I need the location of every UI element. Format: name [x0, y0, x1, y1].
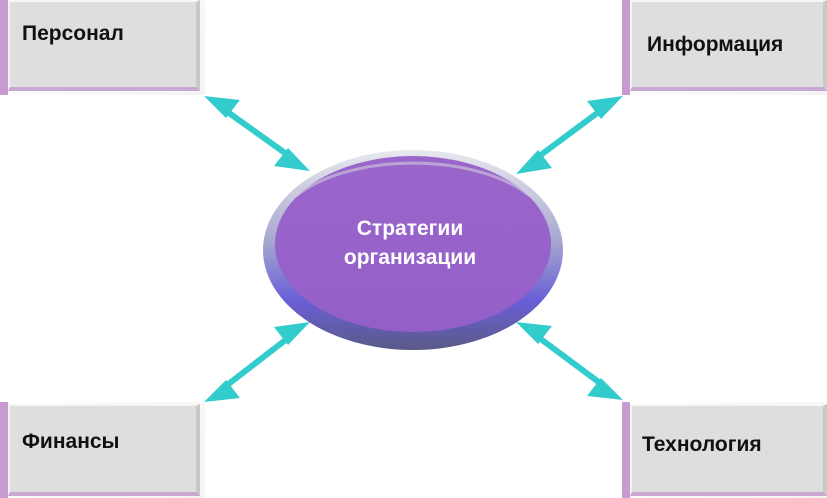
node-personnel-label: Персонал [22, 22, 124, 45]
center-ellipse [263, 150, 563, 350]
node-finance: Финансы [0, 402, 205, 498]
center-label: Стратегии организации [290, 214, 530, 272]
node-personnel: Персонал [0, 0, 205, 95]
arrow-finance [204, 322, 310, 402]
node-technology: Технология [622, 402, 827, 498]
arrow-technology [516, 322, 623, 400]
node-information: Информация [622, 0, 827, 95]
node-information-label: Информация [647, 33, 784, 56]
center-label-line1: Стратегии [356, 217, 464, 240]
node-technology-label: Технология [642, 433, 762, 456]
node-finance-label: Финансы [22, 430, 120, 453]
center-label-line2: организации [343, 246, 477, 269]
arrow-personnel [204, 96, 310, 171]
arrow-information [516, 96, 623, 174]
